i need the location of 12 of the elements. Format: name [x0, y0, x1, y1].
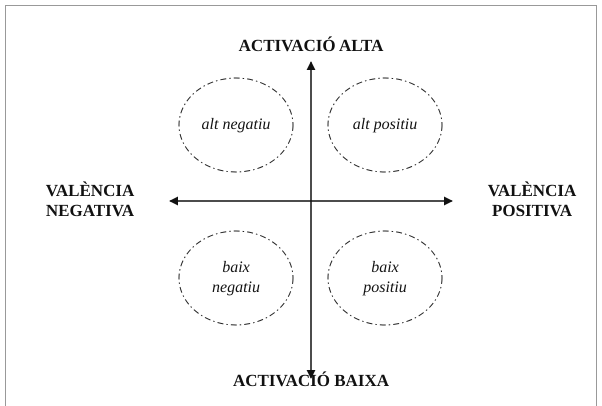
quadrant-label: alt positiu [352, 115, 418, 135]
axis-label: ACTIVACIÓ ALTA [238, 36, 384, 56]
quadrant-label: baix negatiu [211, 258, 261, 298]
quadrant-label: alt negatiu [200, 115, 272, 135]
quadrant-ellipse [327, 230, 443, 326]
quadrant-label: baix positiu [361, 258, 408, 298]
axis-label: VALÈNCIA NEGATIVA [44, 181, 136, 221]
quadrant-ellipse [178, 77, 294, 173]
quadrant-ellipse [327, 77, 443, 173]
axis-label: ACTIVACIÓ BAIXA [232, 371, 390, 391]
axis-label: VALÈNCIA POSITIVA [486, 181, 578, 221]
quadrant-ellipse [178, 230, 294, 326]
